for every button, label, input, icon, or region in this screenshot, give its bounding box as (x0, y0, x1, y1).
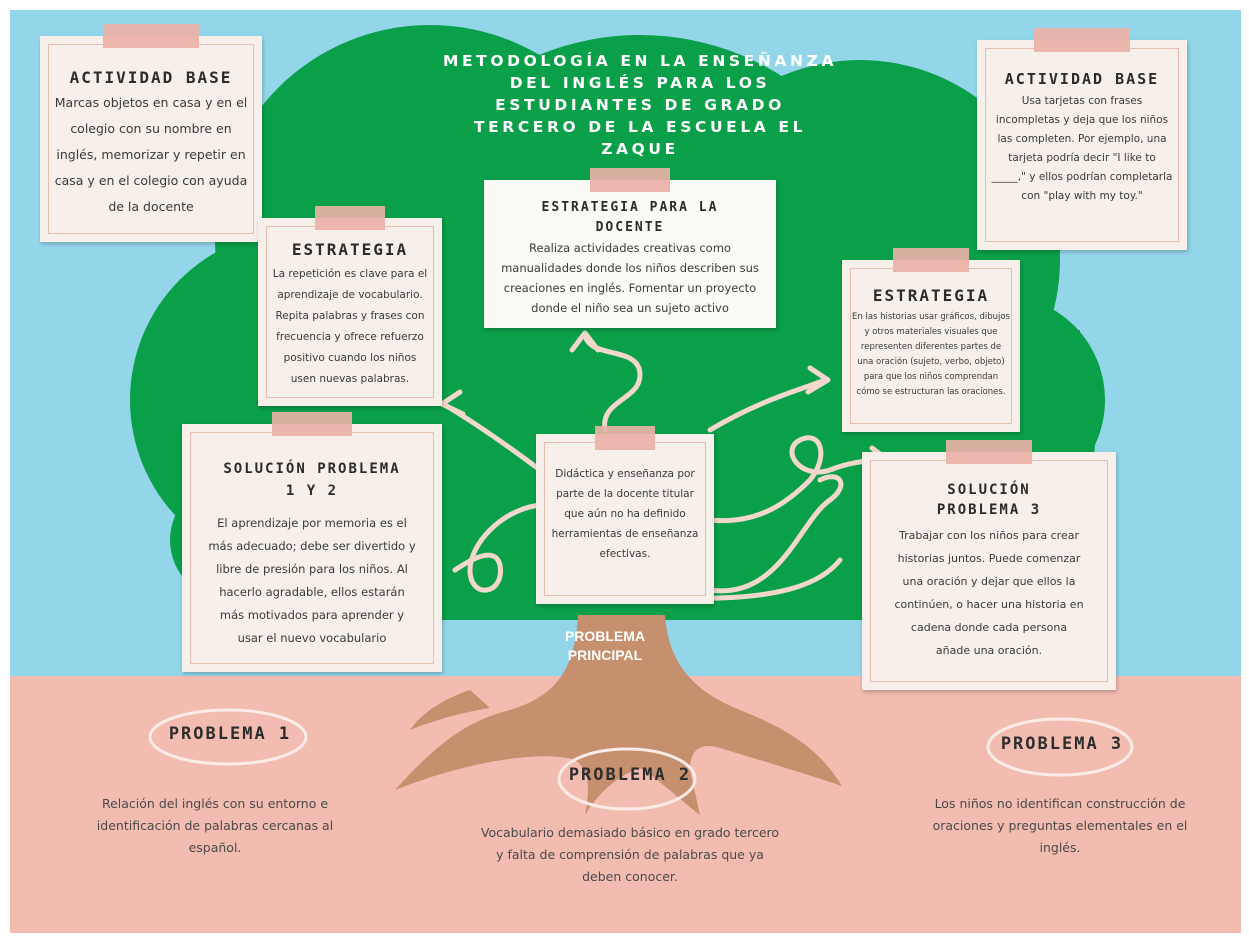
connector-right-loop (707, 435, 888, 524)
problema-2-text: Vocabulario demasiado básico en grado te… (480, 825, 780, 884)
central-problem-note: Didáctica y enseñanza por parte de la do… (536, 426, 714, 604)
note-border (985, 48, 1179, 242)
connector-right-loop-2 (707, 474, 844, 594)
problema-3-ring (986, 717, 1134, 777)
estrategia-left-heading: ESTRATEGIA (291, 240, 409, 259)
solucion-1-2-note: SOLUCIÓN PROBLEMA 1 Y 2 El aprendizaje p… (182, 412, 442, 672)
solucion-3-text: Trabajar con los niños para crear histor… (894, 529, 1084, 657)
estrategia-right-note: ESTRATEGIA En las historias usar gráfico… (842, 248, 1020, 432)
note-border (48, 44, 254, 234)
actividad-base-right-text: Usa tarjetas con frases incompletas y de… (991, 95, 1173, 202)
problem-highlights (148, 708, 1134, 811)
problema-2-ring (557, 747, 697, 811)
actividad-base-right-note: ACTIVIDAD BASE Usa tarjetas con frases i… (977, 28, 1187, 250)
estrategia-left-note: ESTRATEGIA La repetición es clave para e… (258, 206, 442, 406)
arrow-head-docente (569, 330, 601, 353)
diagram-title: METODOLOGÍA EN LA ENSEÑANZA DEL INGLÉS P… (442, 52, 838, 158)
problema-1-heading: PROBLEMA 1 (168, 724, 292, 744)
note-border (870, 460, 1108, 682)
problema-1-text: Relación del inglés con su entorno e ide… (96, 796, 334, 855)
solucion-1-2-text: El aprendizaje por memoria es el más ade… (208, 516, 416, 645)
note-border (850, 268, 1012, 424)
actividad-base-left-text: Marcas objetos en casa y en el colegio c… (54, 95, 248, 214)
tape (590, 168, 670, 192)
estrategia-left-text: La repetición es clave para el aprendiza… (272, 268, 428, 385)
problema-2-heading: PROBLEMA 2 (568, 765, 692, 785)
solucion-3-heading: SOLUCIÓN PROBLEMA 3 (936, 482, 1042, 518)
arrow-head-right (805, 365, 831, 395)
connector-left-loop (452, 502, 543, 593)
tape (595, 426, 655, 450)
solucion-3-note: SOLUCIÓN PROBLEMA 3 Trabajar con los niñ… (862, 440, 1116, 690)
estrategia-docente-text: Realiza actividades creativas como manua… (501, 241, 759, 315)
estrategia-right-text: En las historias usar gráficos, dibujos … (852, 312, 1010, 397)
central-problem-text: Didáctica y enseñanza por parte de la do… (551, 468, 699, 560)
connector-to-estrategia-right (707, 377, 828, 433)
actividad-base-right-heading: ACTIVIDAD BASE (1004, 70, 1160, 88)
tree-trunk (395, 615, 842, 815)
note-border (544, 442, 706, 596)
solucion-1-2-heading: SOLUCIÓN PROBLEMA 1 Y 2 (223, 461, 401, 499)
note-border (266, 226, 434, 398)
note-border (190, 432, 434, 664)
root-left (410, 690, 490, 730)
estrategia-right-heading: ESTRATEGIA (872, 286, 990, 305)
estrategia-docente-heading: ESTRATEGIA PARA LA DOCENTE (541, 200, 719, 235)
arrow-head-left (439, 389, 466, 417)
actividad-base-left-heading: ACTIVIDAD BASE (69, 68, 233, 87)
actividad-base-left-note: ACTIVIDAD BASE Marcas objetos en casa y … (40, 24, 262, 242)
problema-3-text: Los niños no identifican construcción de… (932, 796, 1188, 855)
problema-3-heading: PROBLEMA 3 (1000, 734, 1124, 754)
root-label: PROBLEMA PRINCIPAL (564, 628, 646, 663)
problema-1-ring (148, 708, 308, 766)
estrategia-docente-note: ESTRATEGIA PARA LA DOCENTE Realiza activ… (484, 168, 776, 328)
